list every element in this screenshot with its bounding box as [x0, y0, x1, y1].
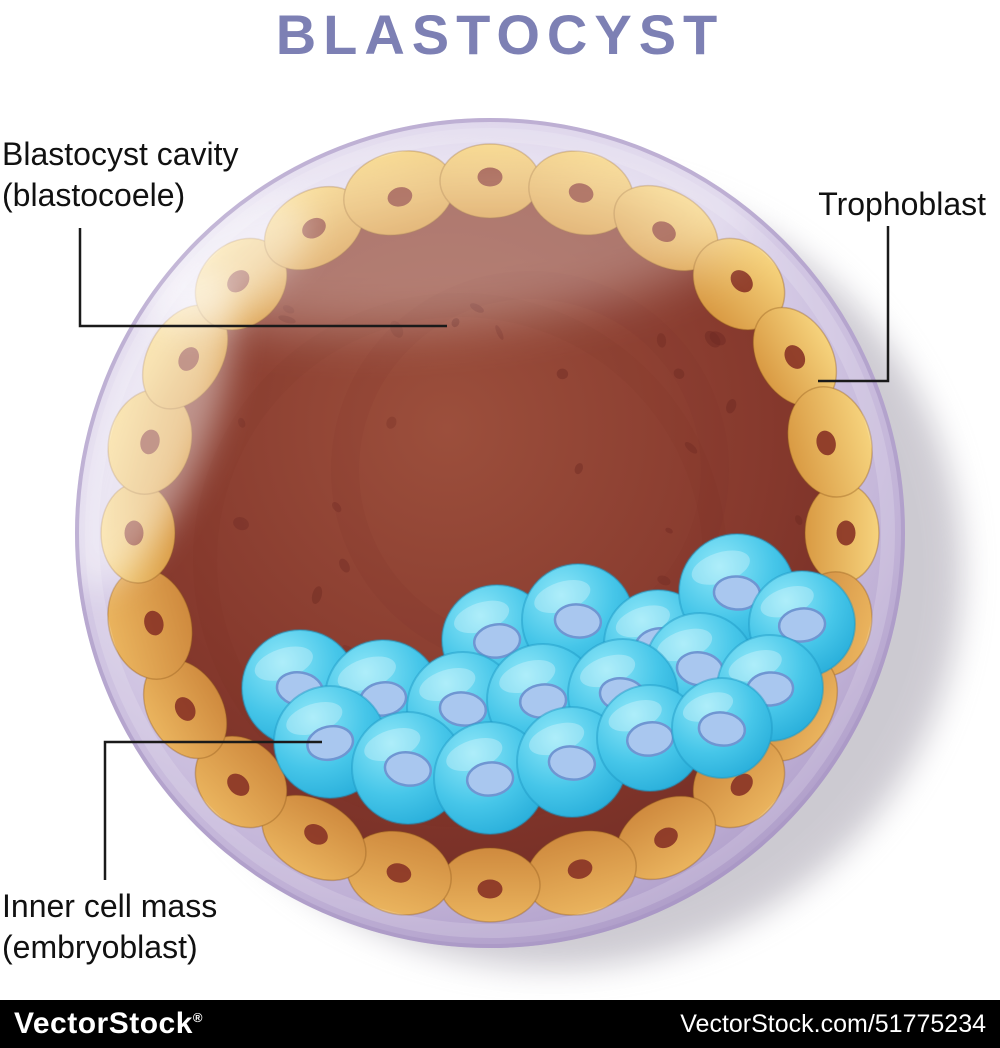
page-title: BLASTOCYST: [275, 3, 725, 66]
label-blastocyst-cavity-line1: Blastocyst cavity: [2, 136, 239, 172]
icm-pointer-line: [103, 740, 322, 880]
watermark-bar: VectorStock® VectorStock.com/51775234: [0, 1000, 1000, 1048]
label-inner-cell-mass-line2: (embryoblast): [2, 929, 198, 965]
vectorstock-logo-text: VectorStock: [14, 1007, 193, 1040]
label-blastocyst-cavity: Blastocyst cavity (blastocoele): [2, 134, 239, 216]
vectorstock-watermark-url: VectorStock.com/51775234: [680, 1009, 986, 1038]
membrane-gloss-highlights: [66, 118, 905, 948]
registered-mark: ®: [192, 1010, 204, 1025]
vectorstock-logo: VectorStock®: [14, 1007, 203, 1041]
label-blastocyst-cavity-line2: (blastocoele): [2, 177, 186, 213]
label-inner-cell-mass-line1: Inner cell mass: [2, 888, 218, 924]
inner-cell-mass-cluster: [241, 533, 856, 835]
label-inner-cell-mass: Inner cell mass (embryoblast): [2, 886, 217, 968]
pointer-lines: [78, 226, 890, 880]
trophoblast-pointer-line: [818, 226, 890, 383]
cavity-pointer-line: [78, 228, 447, 328]
label-trophoblast: Trophoblast: [818, 186, 986, 222]
